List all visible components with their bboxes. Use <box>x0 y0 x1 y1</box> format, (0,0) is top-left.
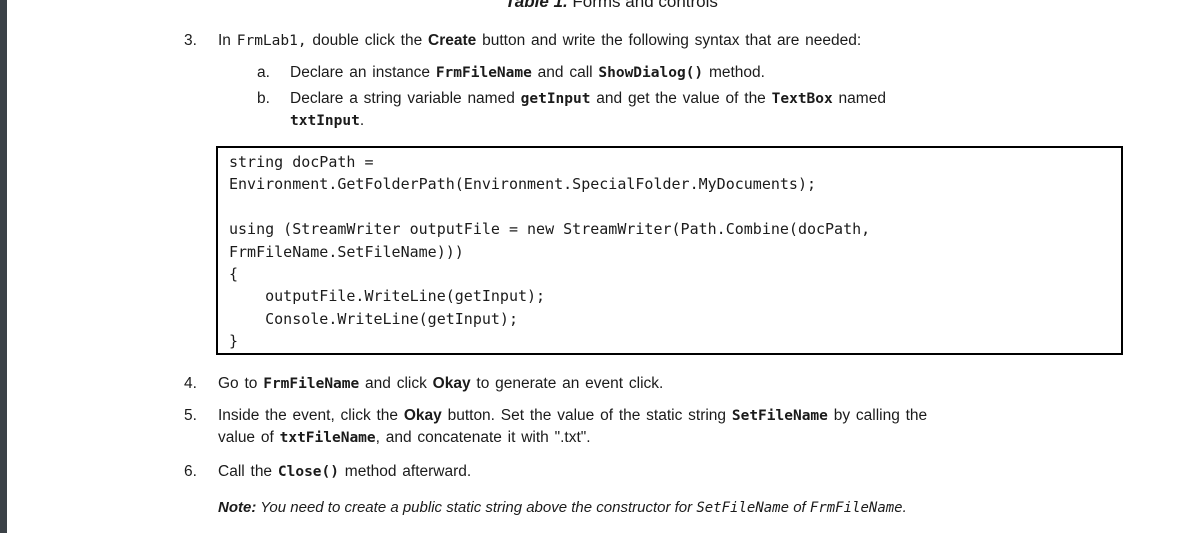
text-run: . <box>902 499 907 516</box>
code-inline: SetFileName <box>696 500 790 516</box>
code-line: FrmFileName.SetFileName))) <box>229 242 464 261</box>
code-line: } <box>229 332 239 351</box>
note: Note: You need to create a public static… <box>218 497 1148 519</box>
code-line: Console.WriteLine(getInput); <box>229 309 518 328</box>
text-run: and click <box>359 375 433 392</box>
code-inline: FrmLab1, <box>236 33 307 49</box>
code-inline: Close() <box>277 464 339 480</box>
bold-run: Okay <box>432 375 471 392</box>
step-number: 5. <box>184 407 197 424</box>
step-text: In FrmLab1, double click the Create butt… <box>218 30 1133 52</box>
window-left-edge-bar <box>0 0 7 533</box>
caption-text-run: Forms and controls <box>567 0 718 11</box>
step-item-6: 6. Call the Close() method afterward. <box>184 461 1133 483</box>
code-inline: FrmFileName <box>809 500 903 516</box>
bold-run: Okay <box>403 407 442 424</box>
text-run: named <box>832 90 886 107</box>
text-run: Inside the event, click the <box>218 407 404 424</box>
code-line: Environment.GetFolderPath(Environment.Sp… <box>229 175 816 194</box>
step-item-5: 5. Inside the event, click the Okay butt… <box>184 405 1133 449</box>
text-run: button and write the following syntax th… <box>476 32 862 49</box>
step-number: 3. <box>184 32 197 49</box>
code-line: using (StreamWriter outputFile = new Str… <box>229 220 871 239</box>
code-inline: ShowDialog() <box>598 65 704 81</box>
step-item-3: 3. In FrmLab1, double click the Create b… <box>184 30 1133 52</box>
code-line: { <box>229 265 239 284</box>
code-line <box>229 196 1121 218</box>
text-run: by calling the <box>827 407 928 424</box>
text-run: to generate an event click. <box>470 375 664 392</box>
code-inline: SetFileName <box>731 408 828 424</box>
code-inline: getInput <box>520 91 591 107</box>
code-inline: txtFileName <box>279 430 376 446</box>
text-run: and get the value of the <box>590 90 772 107</box>
text-run: and call <box>531 64 599 81</box>
code-line: string docPath = <box>229 153 374 171</box>
text-run: You need to create a public static strin… <box>256 499 697 516</box>
text-run: In <box>218 32 237 49</box>
bold-run: Create <box>428 32 477 49</box>
text-run: Declare a string variable named <box>290 90 521 107</box>
text-run: of <box>789 499 810 516</box>
text-run: method afterward. <box>338 463 472 480</box>
text-run: double click the <box>306 32 429 49</box>
note-label: Note: <box>218 499 257 516</box>
text-run: . <box>359 112 365 129</box>
code-block: string docPath = Environment.GetFolderPa… <box>216 146 1123 355</box>
text-run: Declare an instance <box>290 64 436 81</box>
text-run: button. Set the value of the static stri… <box>441 407 732 424</box>
step-letter: b. <box>257 90 270 107</box>
code-inline: txtInput <box>290 113 360 129</box>
step-item-3b: b. Declare a string variable named getIn… <box>257 88 1130 132</box>
code-line: outputFile.WriteLine(getInput); <box>229 287 546 306</box>
text-run: Call the <box>218 463 278 480</box>
step-text: Call the Close() method afterward. <box>218 461 1133 483</box>
code-inline: FrmFileName <box>263 376 360 392</box>
step-text: Declare an instance FrmFileName and call… <box>290 62 1130 84</box>
step-item-4: 4. Go to FrmFileName and click Okay to g… <box>184 373 1133 395</box>
step-text: Declare a string variable named getInput… <box>290 88 1130 132</box>
step-item-3a: a. Declare an instance FrmFileName and c… <box>257 62 1130 84</box>
code-inline: TextBox <box>771 91 833 107</box>
step-number: 6. <box>184 463 197 480</box>
step-letter: a. <box>257 64 270 81</box>
code-inline: FrmFileName <box>435 65 532 81</box>
caption-italic-run: Table 1. <box>505 0 568 11</box>
text-run: method. <box>703 64 765 81</box>
step-text: Go to FrmFileName and click Okay to gene… <box>218 373 1133 395</box>
text-run: Go to <box>218 375 264 392</box>
step-text: Inside the event, click the Okay button.… <box>218 405 1133 449</box>
table-caption: Table 1. Forms and controls <box>505 0 718 12</box>
text-run: , and concatenate it with ".txt". <box>375 429 591 446</box>
step-number: 4. <box>184 375 197 392</box>
text-run: value of <box>218 429 280 446</box>
